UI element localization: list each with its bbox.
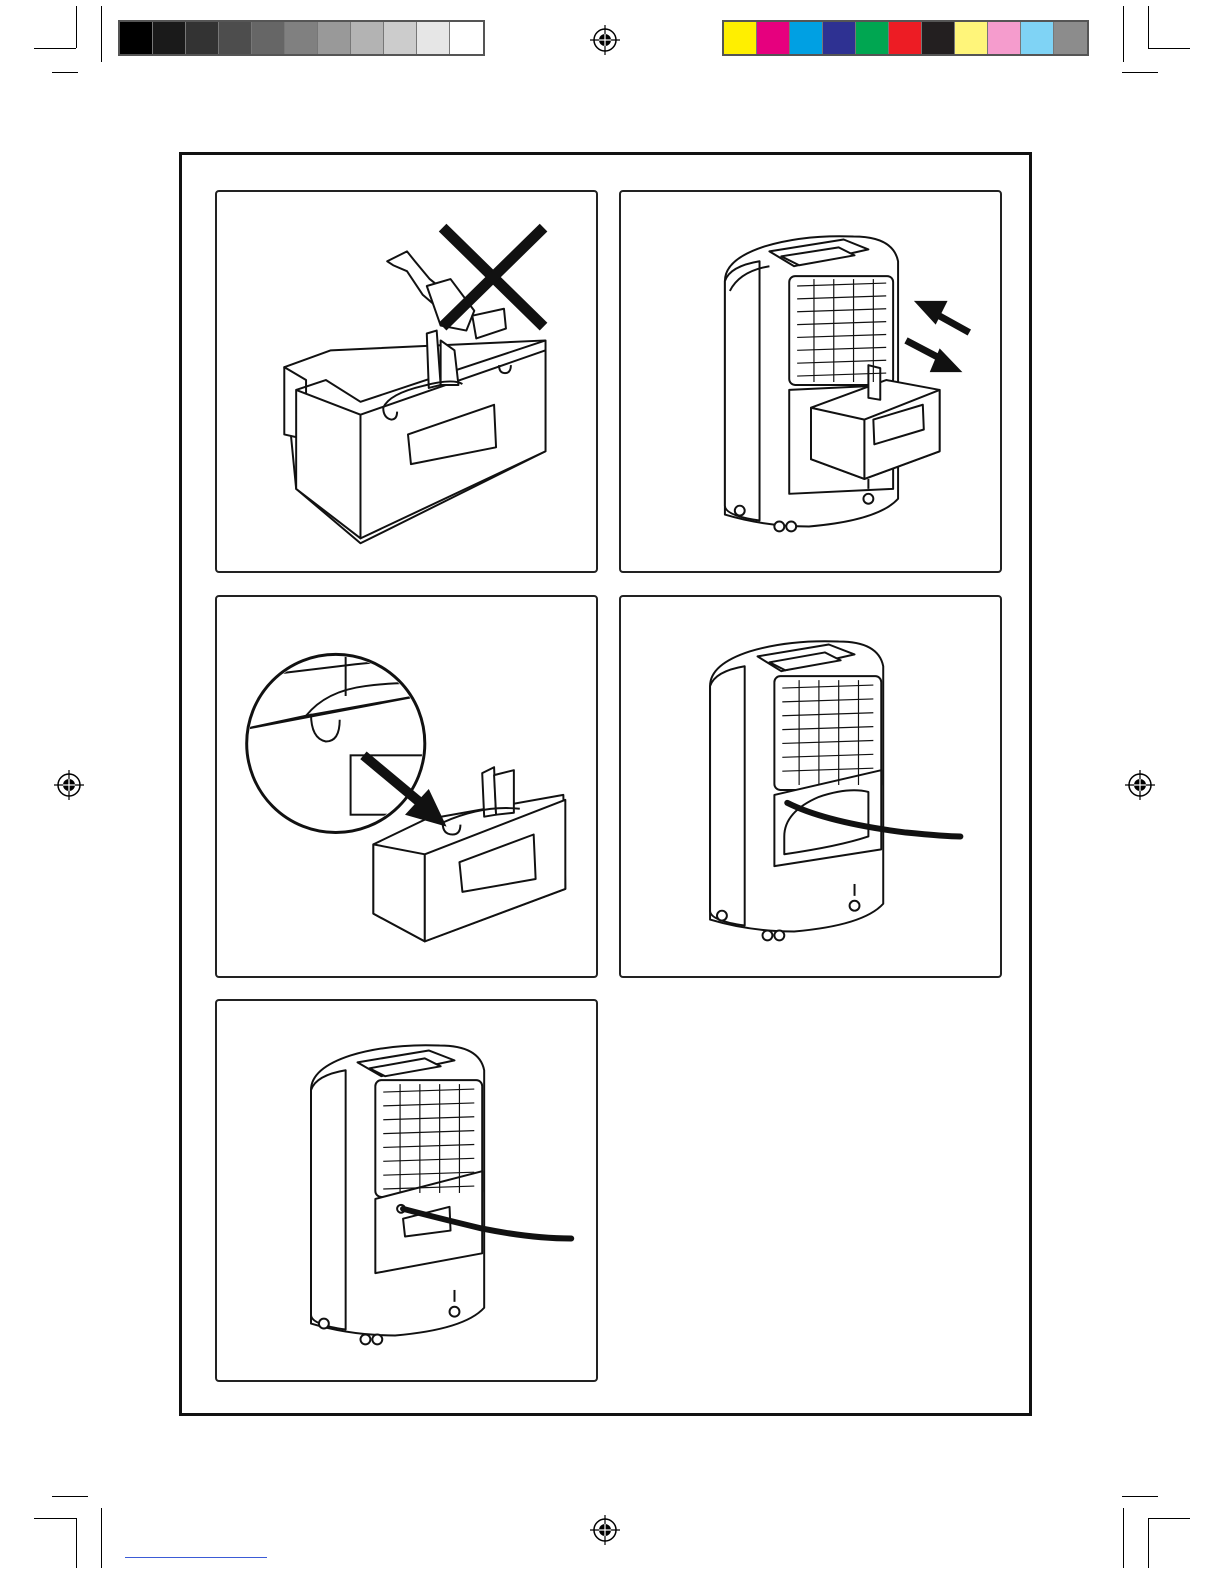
crop-mark-icon (101, 6, 102, 62)
color-swatch (318, 22, 351, 54)
crop-mark-icon (76, 6, 77, 48)
crop-mark-icon (34, 1518, 76, 1519)
color-swatch (922, 22, 955, 54)
crop-mark-icon (1123, 6, 1124, 62)
crop-mark-icon (101, 1508, 102, 1568)
panel-2 (619, 190, 1002, 573)
crop-mark-icon (1123, 1508, 1124, 1568)
crop-mark-icon (1148, 48, 1190, 49)
crop-mark-icon (52, 1496, 88, 1497)
crop-mark-icon (1148, 1518, 1190, 1519)
crop-mark-icon (1148, 6, 1149, 48)
color-swatch (856, 22, 889, 54)
color-swatch (384, 22, 417, 54)
color-swatch (351, 22, 384, 54)
color-swatch (219, 22, 252, 54)
color-swatch (955, 22, 988, 54)
color-swatch (757, 22, 790, 54)
arrow-icon (906, 301, 969, 372)
unit-hose-outlet-icon (217, 1001, 596, 1380)
color-swatch (1054, 22, 1087, 54)
color-swatch (790, 22, 823, 54)
crop-mark-icon (52, 72, 78, 73)
slug-line (125, 1557, 267, 1558)
unit-tank-insert-remove-icon (621, 192, 1000, 571)
registration-target-icon (590, 1515, 620, 1545)
panel-4 (619, 595, 1002, 978)
color-swatch (988, 22, 1021, 54)
color-swatch (823, 22, 856, 54)
tank-with-float-cross-out-icon (217, 192, 596, 571)
color-swatch (252, 22, 285, 54)
crop-mark-icon (76, 1518, 77, 1568)
color-swatch (186, 22, 219, 54)
process-color-bar (722, 20, 1089, 56)
registration-target-icon (590, 25, 620, 55)
crop-mark-icon (34, 48, 76, 49)
crop-mark-icon (1122, 1496, 1158, 1497)
registration-target-icon (1125, 770, 1155, 800)
grayscale-color-bar (118, 20, 485, 56)
panel-3 (215, 595, 598, 978)
color-swatch (889, 22, 922, 54)
color-swatch (153, 22, 186, 54)
tank-detail-zoom-icon (217, 597, 596, 976)
panel-5 (215, 999, 598, 1382)
color-swatch (724, 22, 757, 54)
registration-target-icon (54, 770, 84, 800)
color-swatch (450, 22, 483, 54)
crop-mark-icon (1122, 72, 1158, 73)
crop-mark-icon (1148, 1518, 1149, 1568)
color-swatch (417, 22, 450, 54)
panel-1 (215, 190, 598, 573)
color-swatch (120, 22, 153, 54)
color-swatch (285, 22, 318, 54)
unit-hose-inside-icon (621, 597, 1000, 976)
color-swatch (1021, 22, 1054, 54)
